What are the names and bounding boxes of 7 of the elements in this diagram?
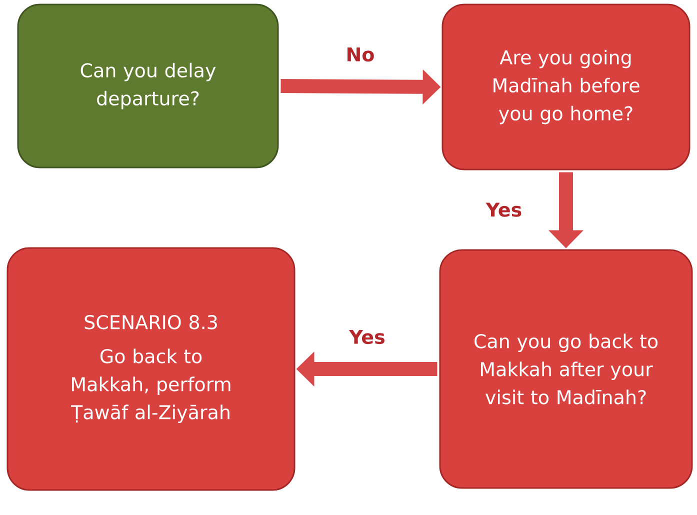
process-box: SCENARIO 8.3 Go back to Makkah, perform Ṭawāf al-Ziyārah [6,247,296,491]
process-box: Can you delay departure? [17,4,279,168]
edge-label: No [344,45,377,64]
edge-label: Yes [347,328,388,346]
edge-label: Yes [484,200,524,219]
process-box: Are you going Madīnah before you go home? [442,4,690,170]
process-box: Can you go back to Makkah after your visit to Madīnah? [439,249,693,489]
